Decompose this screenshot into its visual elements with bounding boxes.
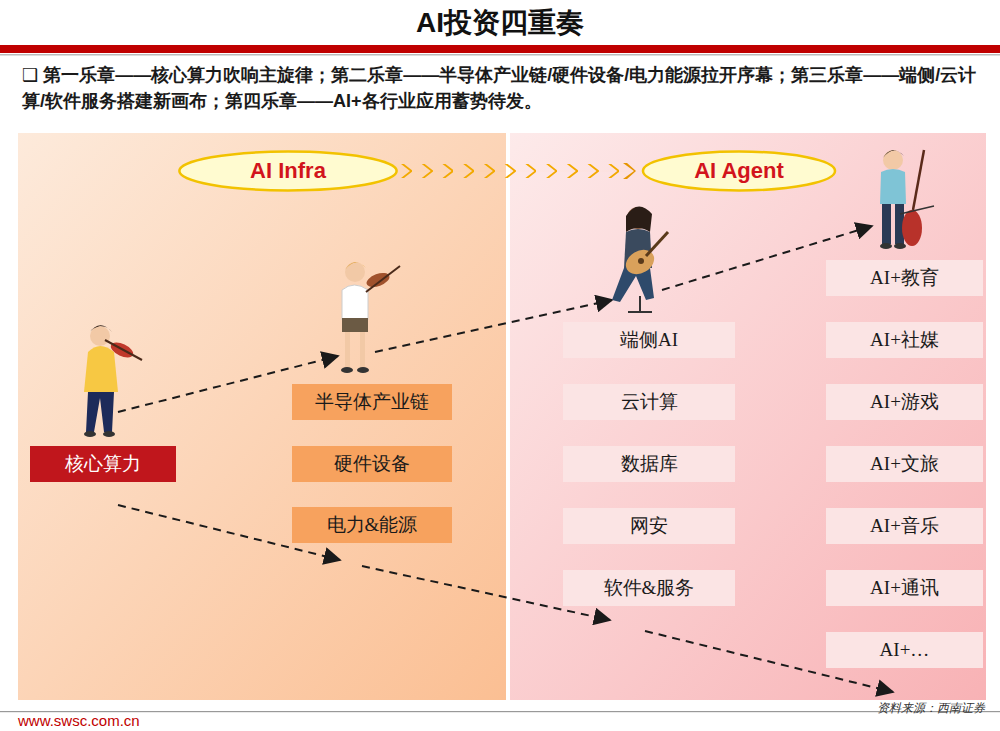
category-box: 数据库	[563, 446, 735, 482]
node-text: 电力&能源	[327, 512, 418, 538]
node-text: 端侧AI	[620, 327, 678, 353]
node-text: 硬件设备	[334, 451, 410, 477]
category-box: 网安	[563, 508, 735, 544]
stage-ellipse: AI Agent	[640, 150, 838, 192]
category-box: 核心算力	[30, 446, 176, 482]
chevron-arrow	[406, 170, 634, 172]
category-box: AI+通讯	[826, 570, 983, 606]
node-text: AI+社媒	[870, 327, 939, 353]
node-text: AI Infra	[250, 158, 326, 184]
footer-rule	[0, 711, 1000, 712]
category-box: AI+文旅	[826, 446, 983, 482]
category-box: AI+游戏	[826, 384, 983, 420]
source-note: 资料来源：西南证券	[740, 701, 985, 715]
ellipse-shape	[179, 152, 396, 191]
node-text: AI+教育	[870, 265, 939, 291]
trend-lines	[118, 226, 893, 692]
category-box: AI+社媒	[826, 322, 983, 358]
title: AI投资四重奏	[0, 4, 1000, 42]
node-text: AI+游戏	[870, 389, 939, 415]
category-box: 半导体产业链	[292, 384, 452, 420]
category-box: 云计算	[563, 384, 735, 420]
website: www.swsc.com.cn	[18, 711, 318, 731]
node-text: 网安	[630, 513, 668, 539]
intro-text: ❑ 第一乐章——核心算力吹响主旋律；第二乐章——半导体产业链/硬件设备/电力能源…	[22, 62, 982, 114]
node-text: 数据库	[621, 451, 678, 477]
node-text: AI+音乐	[870, 513, 939, 539]
category-box: 电力&能源	[292, 507, 452, 543]
category-box: AI+…	[826, 632, 983, 668]
violinist-boy	[341, 262, 400, 373]
guitarist	[612, 206, 668, 312]
node-text: AI Agent	[694, 158, 784, 184]
category-box: 硬件设备	[292, 446, 452, 482]
violinist-woman	[84, 325, 142, 437]
category-box: AI+音乐	[826, 508, 983, 544]
stage-ellipse: AI Infra	[176, 150, 400, 192]
category-box: AI+教育	[826, 260, 983, 296]
node-text: 云计算	[621, 389, 678, 415]
agent-panel	[510, 133, 986, 700]
node-text: 核心算力	[65, 451, 141, 477]
category-box: 端侧AI	[563, 322, 735, 358]
node-text: AI+通讯	[870, 575, 939, 601]
node-text: 软件&服务	[604, 575, 695, 601]
ellipse-shape	[643, 152, 835, 191]
node-text: 半导体产业链	[315, 389, 429, 415]
node-text: AI+文旅	[870, 451, 939, 477]
cellist	[880, 150, 934, 249]
node-text: AI+…	[880, 639, 930, 661]
category-box: 软件&服务	[563, 570, 735, 606]
header-rule	[0, 54, 1000, 56]
header-bar	[0, 45, 1000, 53]
infra-panel	[18, 133, 506, 700]
